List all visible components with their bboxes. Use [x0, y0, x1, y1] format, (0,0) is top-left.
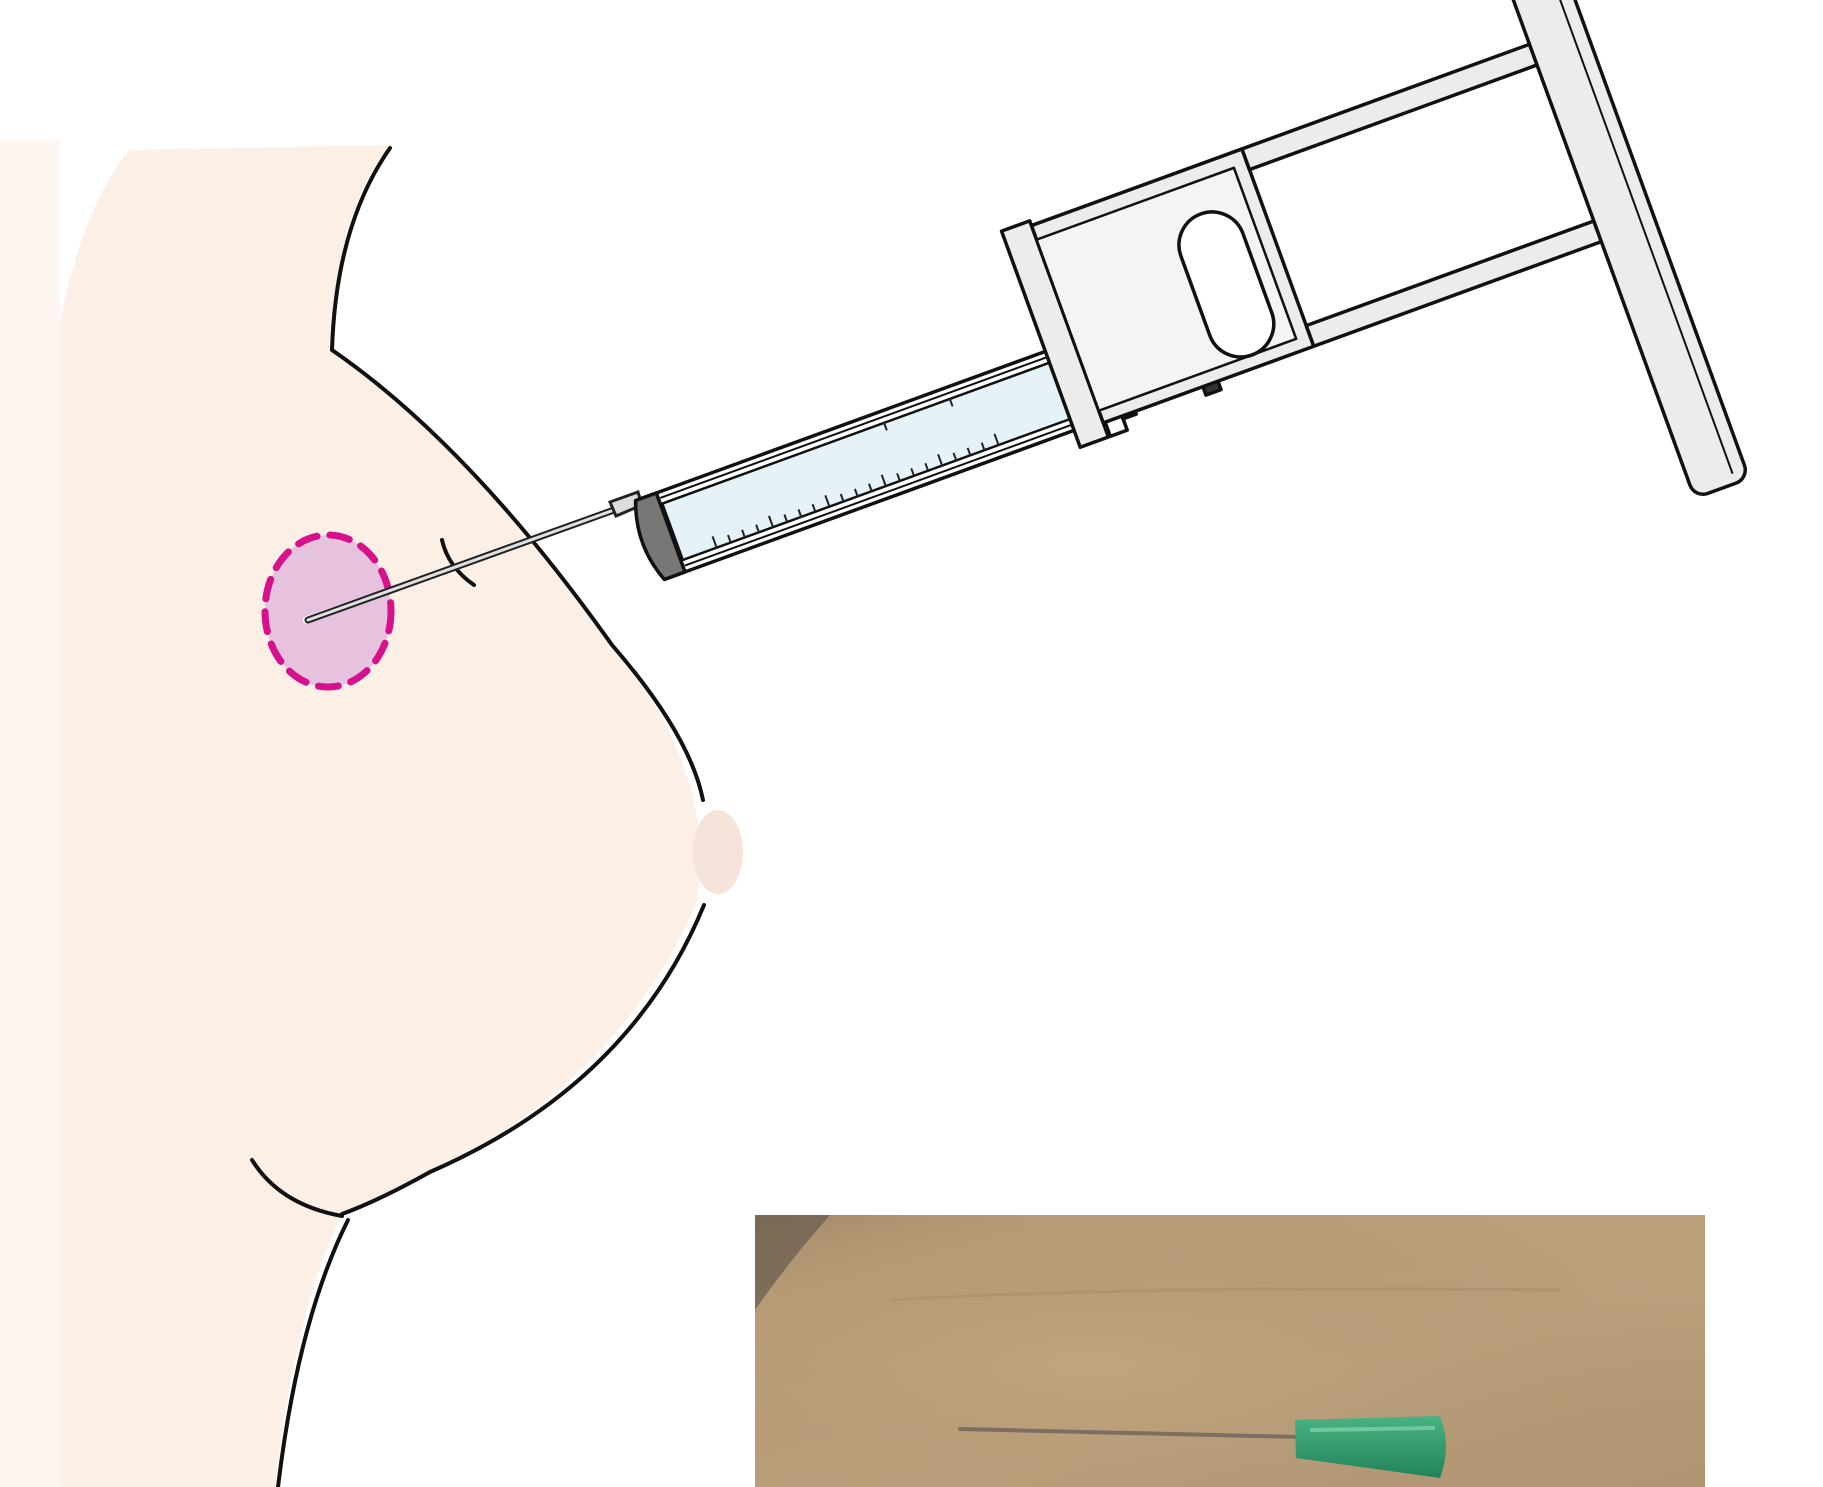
holder-rail-bottom: [1306, 221, 1601, 346]
syringe-fluid: [662, 351, 1102, 560]
syringe-assembly: [564, 0, 1749, 842]
holder-rail-top: [1242, 44, 1537, 169]
body-silhouette: [0, 140, 743, 1487]
photo-inset: [755, 1215, 1705, 1487]
skin-area: [40, 145, 700, 1487]
nipple-shape: [693, 810, 743, 894]
